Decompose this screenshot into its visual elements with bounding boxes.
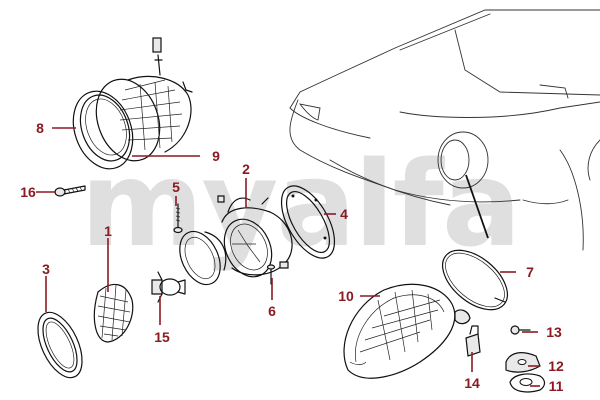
callout-8: 8 — [36, 120, 44, 136]
part-7-retaining-ring — [442, 249, 508, 311]
part-12-bracket — [505, 352, 541, 373]
part-9-sealed-beam-unit — [95, 37, 193, 162]
callout-14: 14 — [464, 375, 480, 391]
part-2-headlamp-shell — [217, 195, 293, 278]
part-13-screw — [510, 325, 531, 335]
part-4-gasket — [280, 185, 336, 259]
part-10-headlamp-cover — [343, 283, 471, 379]
callout-12: 12 — [548, 358, 564, 374]
callout-16: 16 — [20, 184, 36, 200]
part-15-bulb — [151, 271, 186, 303]
callout-7: 7 — [526, 264, 534, 280]
callout-10: 10 — [338, 288, 354, 304]
callout-13: 13 — [546, 324, 562, 340]
part-6-screw-clip — [266, 261, 289, 285]
callout-1: 1 — [104, 223, 112, 239]
part-3-trim-ring — [37, 311, 83, 379]
watermark-text: myalfa — [81, 135, 520, 273]
callout-9: 9 — [212, 148, 220, 164]
callout-5: 5 — [172, 179, 180, 195]
leader-lines — [36, 127, 540, 387]
part-5-screw — [173, 203, 183, 234]
reflector-unit — [179, 230, 227, 286]
callout-labels: 8 9 16 1 2 5 4 3 6 15 7 10 13 12 11 14 — [20, 120, 564, 394]
part-14-clip — [465, 325, 481, 357]
car-front-outline — [289, 9, 600, 251]
callout-4: 4 — [340, 206, 348, 222]
callout-3: 3 — [42, 261, 50, 277]
part-8-headlamp-rim — [72, 90, 134, 170]
callout-6: 6 — [268, 303, 276, 319]
callout-15: 15 — [154, 329, 170, 345]
callout-11: 11 — [549, 378, 564, 394]
part-1-lens — [93, 283, 134, 343]
part-11-base-plate — [509, 373, 546, 393]
callout-2: 2 — [242, 161, 250, 177]
